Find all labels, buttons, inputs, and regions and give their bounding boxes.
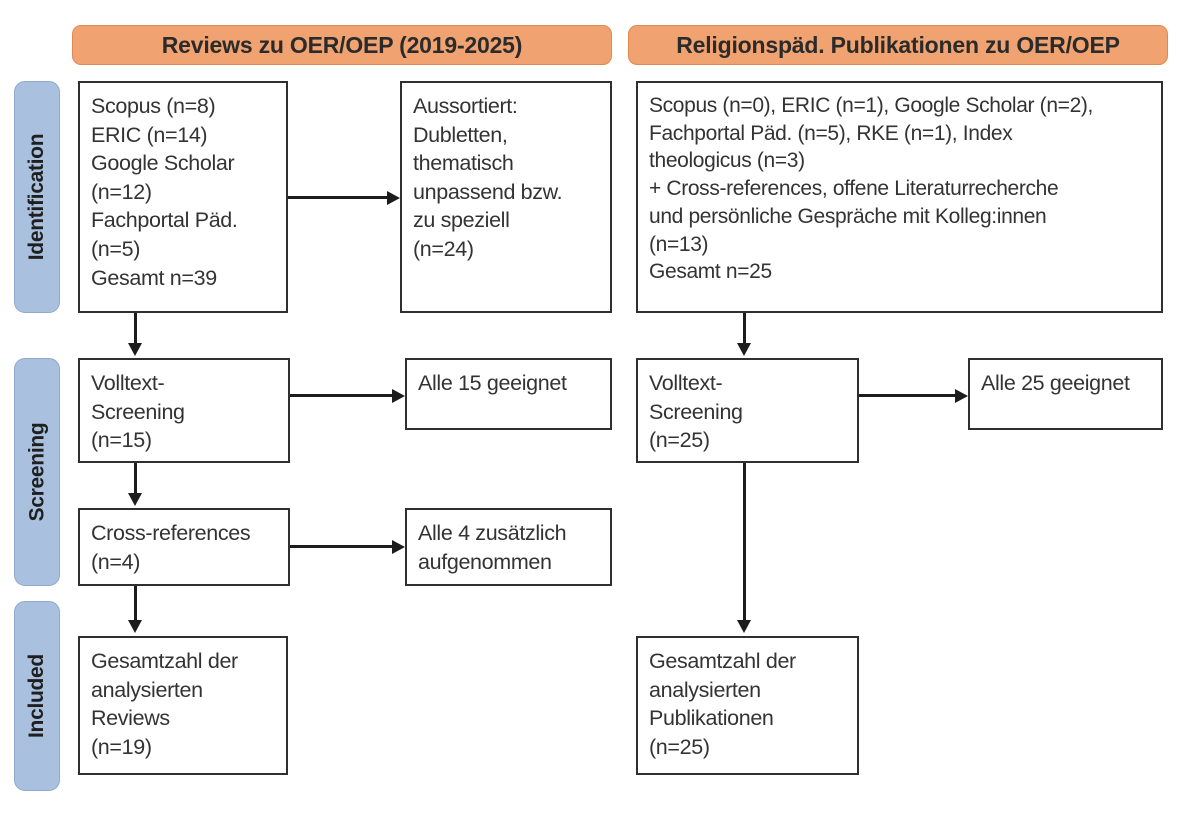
box-line: + Cross-references, offene Literaturrech… bbox=[649, 177, 1059, 201]
box-line: (n=15) bbox=[91, 428, 152, 453]
box-line: Screening bbox=[649, 399, 743, 424]
stage-label-included-text: Included bbox=[25, 654, 49, 738]
box-line: (n=12) bbox=[91, 179, 152, 204]
box-left-fulltext-screening: Volltext- Screening (n=15) bbox=[78, 358, 290, 463]
box-line: (n=13) bbox=[649, 232, 709, 256]
box-right-fulltext-screening: Volltext- Screening (n=25) bbox=[636, 358, 859, 463]
column-header-right-label: Religionspäd. Publikationen zu OER/OEP bbox=[676, 31, 1120, 58]
box-line: Aussortiert: bbox=[413, 94, 518, 118]
box-left-fulltext-result: Alle 15 geeignet bbox=[405, 358, 612, 430]
stage-label-screening-text: Screening bbox=[25, 422, 48, 522]
stage-label-identification-text: Identification bbox=[25, 133, 48, 261]
box-line: Google Scholar bbox=[91, 151, 235, 176]
box-line: thematisch bbox=[413, 151, 514, 176]
box-line: Gesamt n=25 bbox=[649, 260, 772, 284]
arrowhead-right-screening-to-included bbox=[737, 620, 751, 633]
arrowhead-left-crossref-to-included bbox=[128, 620, 142, 633]
box-line: unpassend bzw. bbox=[413, 179, 563, 204]
connector-left-crossref-to-result bbox=[290, 545, 392, 548]
box-line: aufgenommen bbox=[418, 549, 552, 574]
box-line: Dubletten, bbox=[413, 122, 508, 147]
box-left-cross-references: Cross-references (n=4) bbox=[78, 508, 290, 586]
column-header-left: Reviews zu OER/OEP (2019-2025) bbox=[72, 25, 612, 65]
box-line: ERIC (n=14) bbox=[91, 122, 208, 147]
arrowhead-left-screening-to-result bbox=[392, 389, 405, 403]
arrowhead-left-ident-to-excluded bbox=[387, 191, 400, 205]
connector-left-screening-to-crossref bbox=[134, 463, 137, 495]
connector-left-ident-to-screening bbox=[134, 313, 137, 345]
box-line: Alle 25 geeignet bbox=[981, 371, 1130, 395]
box-line: Gesamt n=39 bbox=[91, 265, 217, 290]
box-line: analysierten bbox=[649, 677, 761, 702]
box-left-identification-sources: Scopus (n=8) ERIC (n=14) Google Scholar … bbox=[78, 81, 288, 313]
box-line: Publikationen bbox=[649, 706, 774, 731]
arrowhead-left-ident-to-screening bbox=[128, 343, 142, 356]
connector-right-ident-to-screening bbox=[743, 313, 746, 345]
box-left-excluded: Aussortiert: Dubletten, thematisch unpas… bbox=[400, 81, 612, 313]
box-line: und persönliche Gespräche mit Kolleg:inn… bbox=[649, 204, 1047, 228]
box-line: Gesamtzahl der bbox=[649, 649, 796, 673]
box-left-cross-references-result: Alle 4 zusätzlich aufgenommen bbox=[405, 508, 612, 586]
arrowhead-right-screening-to-result bbox=[955, 389, 968, 403]
box-line: Scopus (n=8) bbox=[91, 94, 216, 118]
box-line: (n=24) bbox=[413, 236, 474, 261]
box-right-fulltext-result: Alle 25 geeignet bbox=[968, 358, 1163, 430]
stage-label-included: Included bbox=[14, 601, 60, 791]
box-line: Fachportal Päd. bbox=[91, 208, 238, 233]
arrowhead-right-ident-to-screening bbox=[737, 343, 751, 356]
box-line: Scopus (n=0), ERIC (n=1), Google Scholar… bbox=[649, 94, 1094, 117]
box-right-identification-sources: Scopus (n=0), ERIC (n=1), Google Scholar… bbox=[636, 81, 1163, 313]
arrowhead-left-crossref-to-result bbox=[392, 540, 405, 554]
box-line: Reviews bbox=[91, 706, 170, 731]
box-line: Alle 15 geeignet bbox=[418, 371, 567, 395]
box-left-included-total: Gesamtzahl der analysierten Reviews (n=1… bbox=[78, 636, 288, 775]
box-line: (n=25) bbox=[649, 734, 710, 759]
box-line: Cross-references bbox=[91, 521, 251, 545]
box-line: Fachportal Päd. (n=5), RKE (n=1), Index bbox=[649, 121, 1013, 145]
column-header-right: Religionspäd. Publikationen zu OER/OEP bbox=[628, 25, 1168, 65]
box-line: analysierten bbox=[91, 677, 203, 702]
box-line: Gesamtzahl der bbox=[91, 649, 238, 673]
stage-label-screening: Screening bbox=[14, 358, 60, 586]
box-line: Volltext- bbox=[649, 371, 723, 395]
connector-left-screening-to-result bbox=[290, 394, 392, 397]
box-line: (n=25) bbox=[649, 428, 710, 453]
box-line: Volltext- bbox=[91, 371, 165, 395]
box-line: (n=5) bbox=[91, 236, 141, 261]
connector-left-ident-to-excluded bbox=[288, 196, 387, 199]
box-line: zu speziell bbox=[413, 208, 510, 233]
box-line: theologicus (n=3) bbox=[649, 149, 805, 173]
connector-right-screening-to-result bbox=[859, 394, 955, 397]
box-line: (n=4) bbox=[91, 549, 141, 574]
connector-left-crossref-to-included bbox=[134, 586, 137, 622]
box-line: Alle 4 zusätzlich bbox=[418, 521, 567, 545]
box-right-included-total: Gesamtzahl der analysierten Publikatione… bbox=[636, 636, 859, 775]
arrowhead-left-screening-to-crossref bbox=[128, 493, 142, 506]
column-header-left-label: Reviews zu OER/OEP (2019-2025) bbox=[161, 31, 523, 58]
stage-label-identification: Identification bbox=[14, 81, 60, 313]
connector-right-screening-to-included bbox=[743, 463, 746, 622]
box-line: Screening bbox=[91, 399, 185, 424]
box-line: (n=19) bbox=[91, 734, 152, 759]
